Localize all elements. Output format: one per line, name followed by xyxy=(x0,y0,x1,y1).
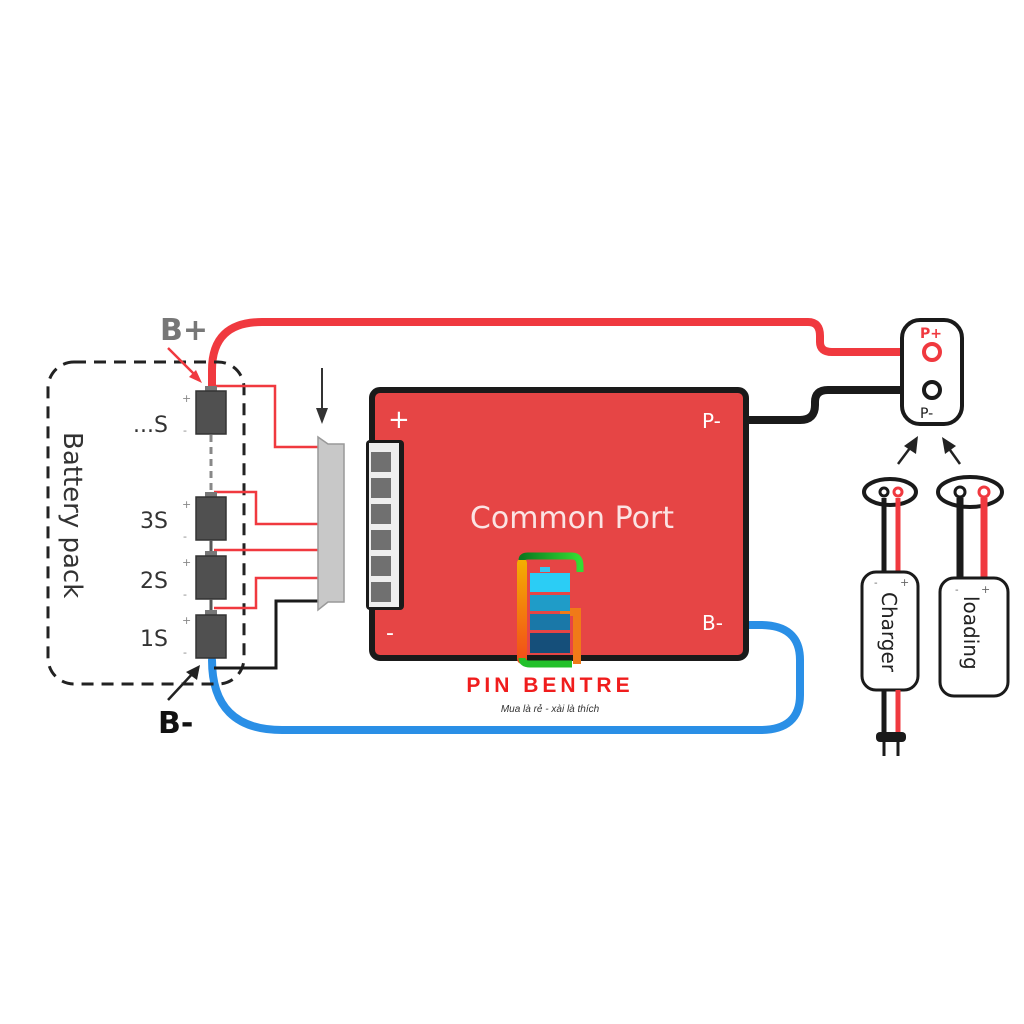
charger-to-port-arrow-icon xyxy=(897,436,918,465)
board-b-minus-label: B- xyxy=(702,611,723,635)
brand-slogan: Mua là rẻ - xài là thích xyxy=(501,703,600,715)
charger-label: Charger xyxy=(877,592,901,673)
charger-minus-label: - xyxy=(874,578,878,589)
board-balance-socket xyxy=(366,440,404,610)
charger-plus-label: + xyxy=(900,576,909,589)
cell-minus-2s: - xyxy=(183,588,187,601)
board-title: Common Port xyxy=(470,501,674,536)
battery-pack-label: Battery pack xyxy=(57,432,87,598)
cell-plus-top: + xyxy=(182,392,191,405)
port-p-minus-label: P- xyxy=(920,406,933,422)
cell-2s xyxy=(195,551,227,600)
balance-wire-3s xyxy=(214,490,320,526)
load-to-port-arrow-icon xyxy=(942,437,962,465)
cell-minus-1s: - xyxy=(183,646,187,659)
p-minus-wire xyxy=(744,386,926,424)
cell-plus-2s: + xyxy=(182,556,191,569)
cell-minus-3s: - xyxy=(183,530,187,543)
port-p-plus-terminal xyxy=(922,342,942,362)
balance-wire-neg xyxy=(214,599,320,670)
pin-bentre-logo-icon xyxy=(517,552,584,668)
board-p-minus-label: P- xyxy=(702,409,721,433)
cell-label-3s: 3S xyxy=(140,509,168,534)
cell-label-2s: 2S xyxy=(140,569,168,594)
b-plus-label: B+ xyxy=(160,313,208,348)
load-device xyxy=(936,475,1010,698)
cell-label-top: ...S xyxy=(133,413,168,438)
brand-name: PIN BENTRE xyxy=(466,674,633,697)
b-minus-label: B- xyxy=(158,706,193,741)
plug-icon xyxy=(876,732,906,756)
charger-device xyxy=(860,477,920,740)
balance-wire-top xyxy=(214,384,320,449)
balance-wire-1s xyxy=(214,576,320,610)
board-minus-label: - xyxy=(386,621,394,646)
cell-plus-3s: + xyxy=(182,498,191,511)
loading-label: loading xyxy=(959,596,983,670)
load-plus-label: + xyxy=(981,583,990,596)
b-plus-arrow-icon xyxy=(167,347,202,383)
balance-connector-plug xyxy=(317,435,345,612)
cell-1s xyxy=(195,610,227,659)
cell-plus-1s: + xyxy=(182,614,191,627)
cell-minus-top: - xyxy=(183,424,187,437)
b-minus-wire xyxy=(208,621,804,734)
port-p-plus-label: P+ xyxy=(920,326,942,342)
output-port xyxy=(900,318,964,426)
port-p-minus-terminal xyxy=(922,380,942,400)
load-minus-label: - xyxy=(955,585,959,596)
b-minus-arrow-icon xyxy=(167,665,200,701)
b-plus-wire xyxy=(208,318,926,394)
cell-3s xyxy=(195,492,227,541)
battery-pack-outline xyxy=(46,360,246,686)
board-plus-label: + xyxy=(388,405,410,435)
cell-top xyxy=(195,386,227,435)
cell-label-1s: 1S xyxy=(140,627,168,652)
down-arrow-icon xyxy=(316,368,328,424)
